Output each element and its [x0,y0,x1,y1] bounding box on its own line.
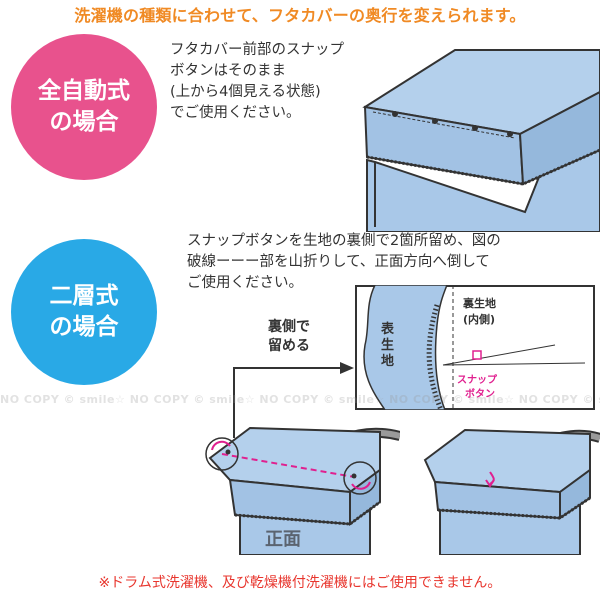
fasten-back-line2: 留める [268,338,310,354]
callout-arrow [233,362,354,438]
snap-label-line2: ボタン [465,387,495,400]
inner-fabric-label-line1: 裏生地 [462,296,496,310]
inner-fabric-label-line2: (内側) [463,312,495,326]
section2-desc-line3: ご使用ください。 [187,275,303,291]
snap-icon [392,111,398,117]
snap-icon [432,118,438,124]
outer-fabric-label-3: 地 [381,353,394,369]
section1-desc-line2: ボタンはそのまま [170,63,286,79]
snap-icon [472,125,478,131]
footer-note: ※ドラム式洗濯機、及び乾燥機付洗濯機にはご使用できません。 [98,575,502,591]
snap-icon [507,131,513,137]
badge-twin-tub-line1: 二層式 [49,283,119,309]
fold-arrow-icon [211,440,231,451]
header-title: 洗濯機の種類に合わせて、フタカバーの奥行を変えられます。 [74,6,526,25]
washer-illustration-full-auto [362,49,600,232]
watermark: NO COPY © smile☆ NO COPY © smile☆ NO COP… [0,393,600,406]
badge-full-auto: 全自動式 の場合 [11,34,157,180]
badge-full-auto-line1: 全自動式 [38,78,130,104]
washer-illustration-twin-tub-folded [423,428,600,555]
badge-twin-tub-line2: の場合 [49,314,119,340]
fasten-back-label: 裏側で 留める [268,318,310,356]
outer-fabric-label-2: 生 [381,337,394,353]
front-label: 正面 [265,529,301,550]
section1-desc-line3: (上から4個見える状態) [170,84,321,100]
badge-twin-tub: 二層式 の場合 [11,239,157,385]
fold-arrow-icon [351,481,371,490]
section2-desc-line2: 破線ーーー部を山折りして、正面方向へ倒して [187,254,490,270]
section1-description: フタカバー前部のスナップ ボタンはそのまま (上から4個見える状態) でご使用く… [170,40,400,124]
badge-full-auto-line2: の場合 [49,109,119,135]
snap-detail-illustration: 表 生 地 裏生地 (内側) スナップ ボタン [355,285,595,410]
section2-desc-line1: スナップボタンを生地の裏側で2箇所留め、図の [187,233,501,249]
section1-desc-line1: フタカバー前部のスナップ [170,42,344,58]
snap-label-line1: スナップ [457,373,498,386]
arrow-right-icon [340,362,354,374]
fasten-back-line1: 裏側で [268,319,310,335]
section2-description: スナップボタンを生地の裏側で2箇所留め、図の 破線ーーー部を山折りして、正面方向… [187,231,597,294]
snap-button-icon [472,350,482,360]
washer-illustration-twin-tub-fastened: 正面 [205,426,400,555]
section1-desc-line4: でご使用ください。 [170,105,301,121]
outer-fabric-label-1: 表 [380,321,395,337]
